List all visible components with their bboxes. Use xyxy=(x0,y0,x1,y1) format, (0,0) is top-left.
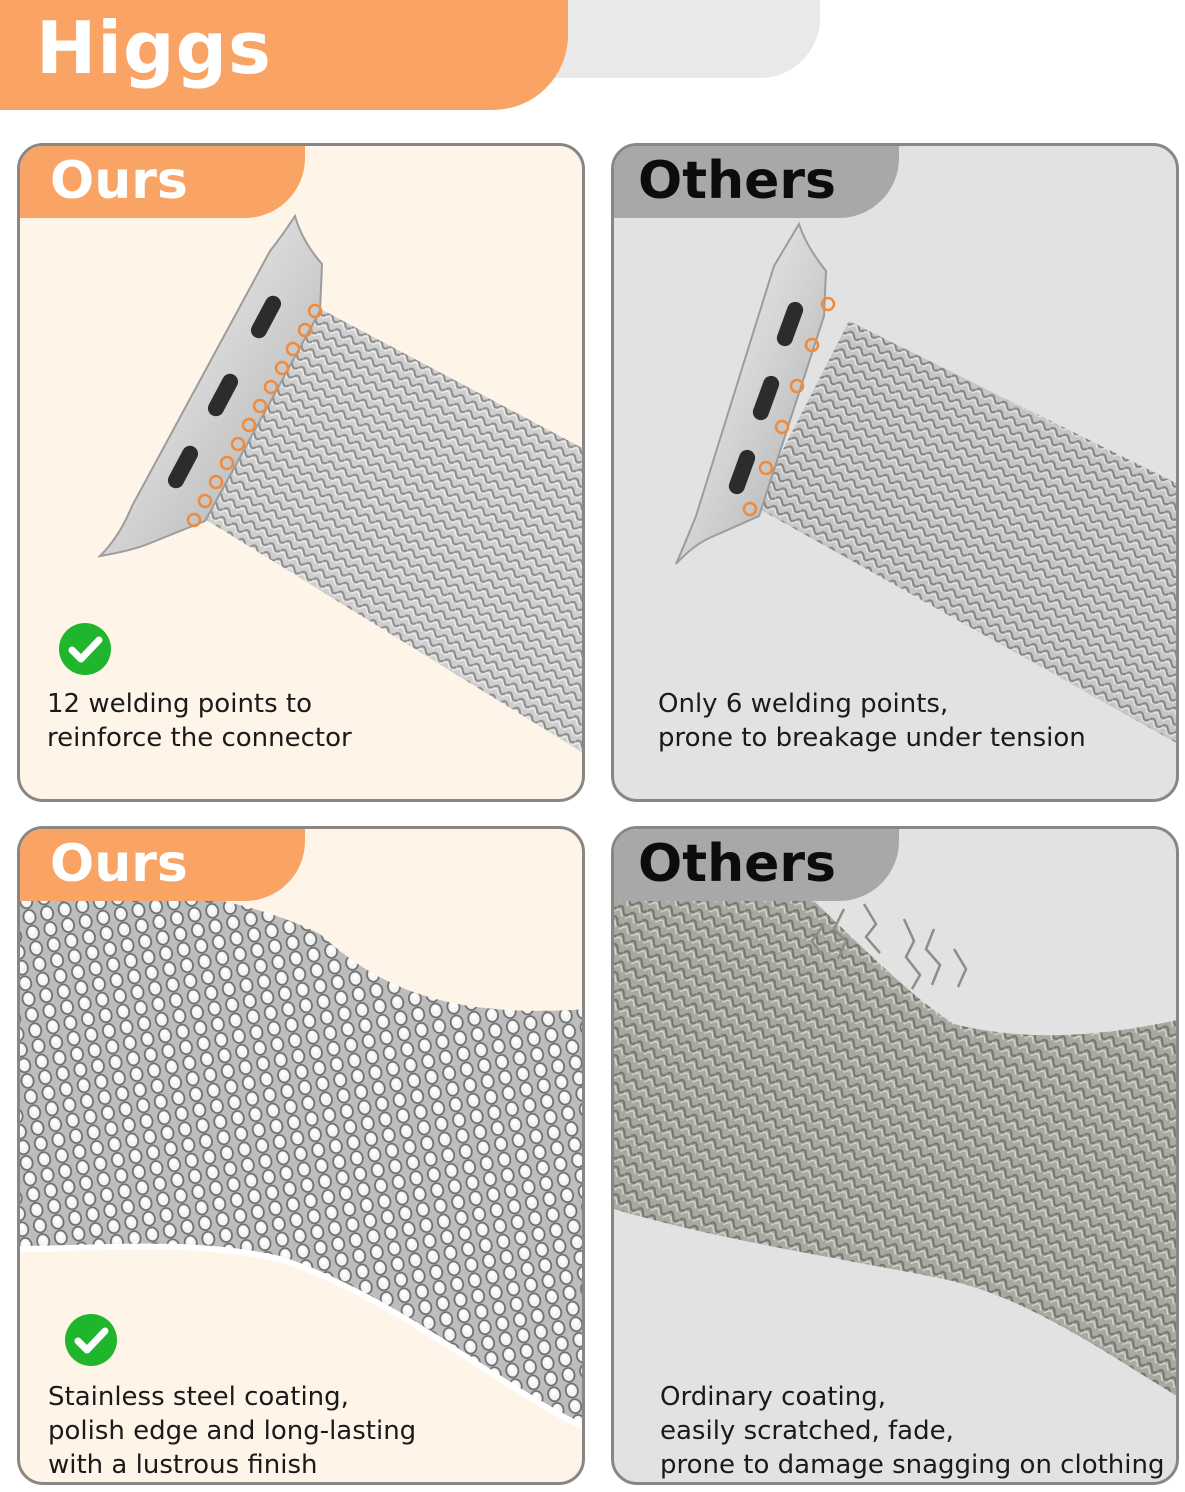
check-circle-icon xyxy=(59,623,111,675)
watch-connector-illustration xyxy=(97,213,582,753)
welding-points xyxy=(186,303,323,528)
caption-line: Ordinary coating, xyxy=(660,1382,886,1412)
mesh-closeup-illustration xyxy=(614,901,1176,1396)
panel-ours-coating: Ours Stainless steel coating, polish edg… xyxy=(17,826,585,1485)
panel-others-coating: Others Ordinary coating, easily scratche… xyxy=(611,826,1179,1485)
caption-line: prone to breakage under tension xyxy=(658,723,1086,753)
caption-line: Only 6 welding points, xyxy=(658,689,949,719)
panel-label: Ours xyxy=(50,834,188,894)
welding-points xyxy=(742,296,836,517)
brand-banner-front xyxy=(0,0,568,110)
panel-tab: Others xyxy=(614,146,899,218)
panel-ours-welding: Ours 12 welding points to r xyxy=(17,143,585,802)
panel-caption: Stainless steel coating, polish edge and… xyxy=(48,1380,416,1482)
watch-connector-illustration xyxy=(675,221,1176,743)
panel-caption: Ordinary coating, easily scratched, fade… xyxy=(660,1380,1165,1482)
panel-label: Ours xyxy=(50,151,188,211)
caption-line: 12 welding points to xyxy=(47,689,313,719)
check-circle-icon xyxy=(65,1314,117,1366)
panel-tab: Ours xyxy=(20,146,305,218)
caption-line: with a lustrous finish xyxy=(48,1450,318,1480)
caption-line: polish edge and long-lasting xyxy=(48,1416,417,1446)
panel-others-welding: Others Only 6 welding points, prone to b… xyxy=(611,143,1179,802)
panel-label: Others xyxy=(638,151,836,211)
mesh-closeup-illustration xyxy=(20,886,582,1430)
caption-line: prone to damage snagging on clothing xyxy=(660,1450,1165,1480)
panel-caption: 12 welding points to reinforce the conne… xyxy=(47,687,352,755)
panel-caption: Only 6 welding points, prone to breakage… xyxy=(658,687,1086,755)
caption-line: easily scratched, fade, xyxy=(660,1416,954,1446)
panel-tab: Ours xyxy=(20,829,305,901)
caption-line: Stainless steel coating, xyxy=(48,1382,349,1412)
panel-label: Others xyxy=(638,834,836,894)
broken-wires xyxy=(810,903,968,990)
caption-line: reinforce the connector xyxy=(47,723,352,753)
panel-tab: Others xyxy=(614,829,899,901)
brand-name: Higgs xyxy=(36,6,272,90)
